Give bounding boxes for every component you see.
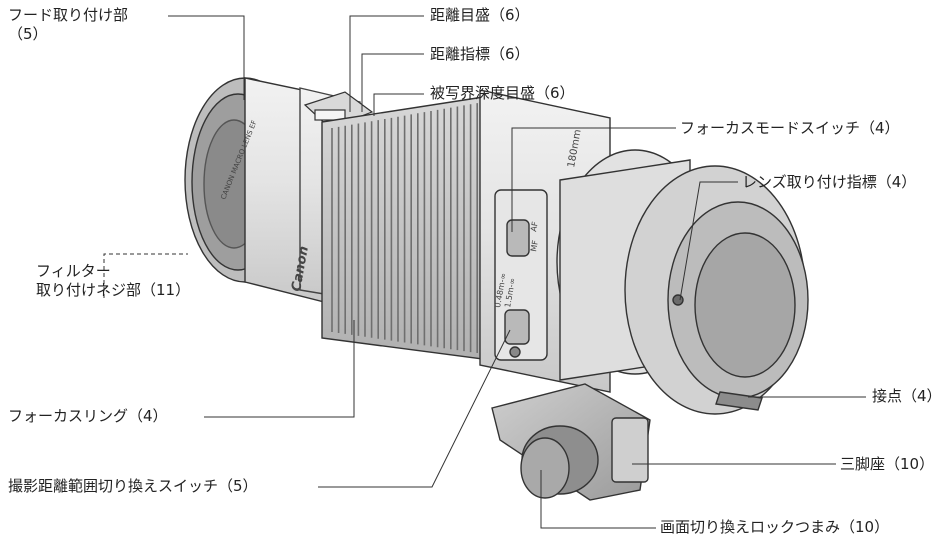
- leader-dof-scale: [373, 93, 424, 116]
- label-focus-mode-switch: フォーカスモードスイッチ（4）: [680, 119, 900, 137]
- leader-lens-mount-index: [679, 181, 738, 301]
- label-distance-scale: 距離目盛（6）: [430, 6, 530, 24]
- label-contacts: 接点（4）: [872, 387, 942, 405]
- focusing-ring: [321, 95, 491, 361]
- label-filter-line1: フィルター: [36, 262, 111, 280]
- rear-element: [694, 232, 796, 378]
- leader-filter: [103, 253, 188, 298]
- leader-distance-scale: [349, 15, 424, 112]
- label-tripod-mount: 三脚座（10）: [840, 455, 935, 473]
- label-hood-mount-line1: フード取り付け部: [8, 6, 129, 24]
- leader-focus-mode: [511, 127, 676, 232]
- label-orientation-lock-knob: 画面切り換えロックつまみ（10）: [660, 518, 890, 536]
- leader-distance-index: [361, 53, 424, 112]
- label-hood-mount-line2: （5）: [8, 25, 48, 43]
- mode-switch-mf: MF: [529, 239, 540, 252]
- focus-range-switch-knob: [504, 309, 530, 345]
- mode-switch-af: AF: [529, 220, 540, 232]
- mount-index-dot: [672, 294, 684, 306]
- leader-range-switch: [318, 329, 511, 488]
- leader-lines: [103, 15, 866, 529]
- label-filter-thread: フィルター 取り付けネジ部（11）: [36, 262, 190, 300]
- leader-hood-mount: [168, 15, 245, 100]
- label-filter-line2: 取り付けネジ部（11）: [36, 281, 191, 299]
- label-focusing-ring: フォーカスリング（4）: [8, 407, 168, 425]
- focus-mode-switch-knob: [506, 219, 530, 257]
- leader-focusing-ring: [204, 320, 355, 418]
- distance-window: [303, 91, 374, 129]
- label-dof-scale: 被写界深度目盛（6）: [430, 84, 575, 102]
- label-focus-range-switch: 撮影距離範囲切り換えスイッチ（5）: [8, 477, 258, 495]
- label-hood-mount: フード取り付け部 （5）: [8, 6, 128, 44]
- label-lens-mount-index: レンズ取り付け指標（4）: [742, 173, 917, 191]
- leader-lock-knob: [540, 470, 656, 529]
- rear-mount: [624, 165, 809, 415]
- label-distance-index: 距離指標（6）: [430, 45, 530, 63]
